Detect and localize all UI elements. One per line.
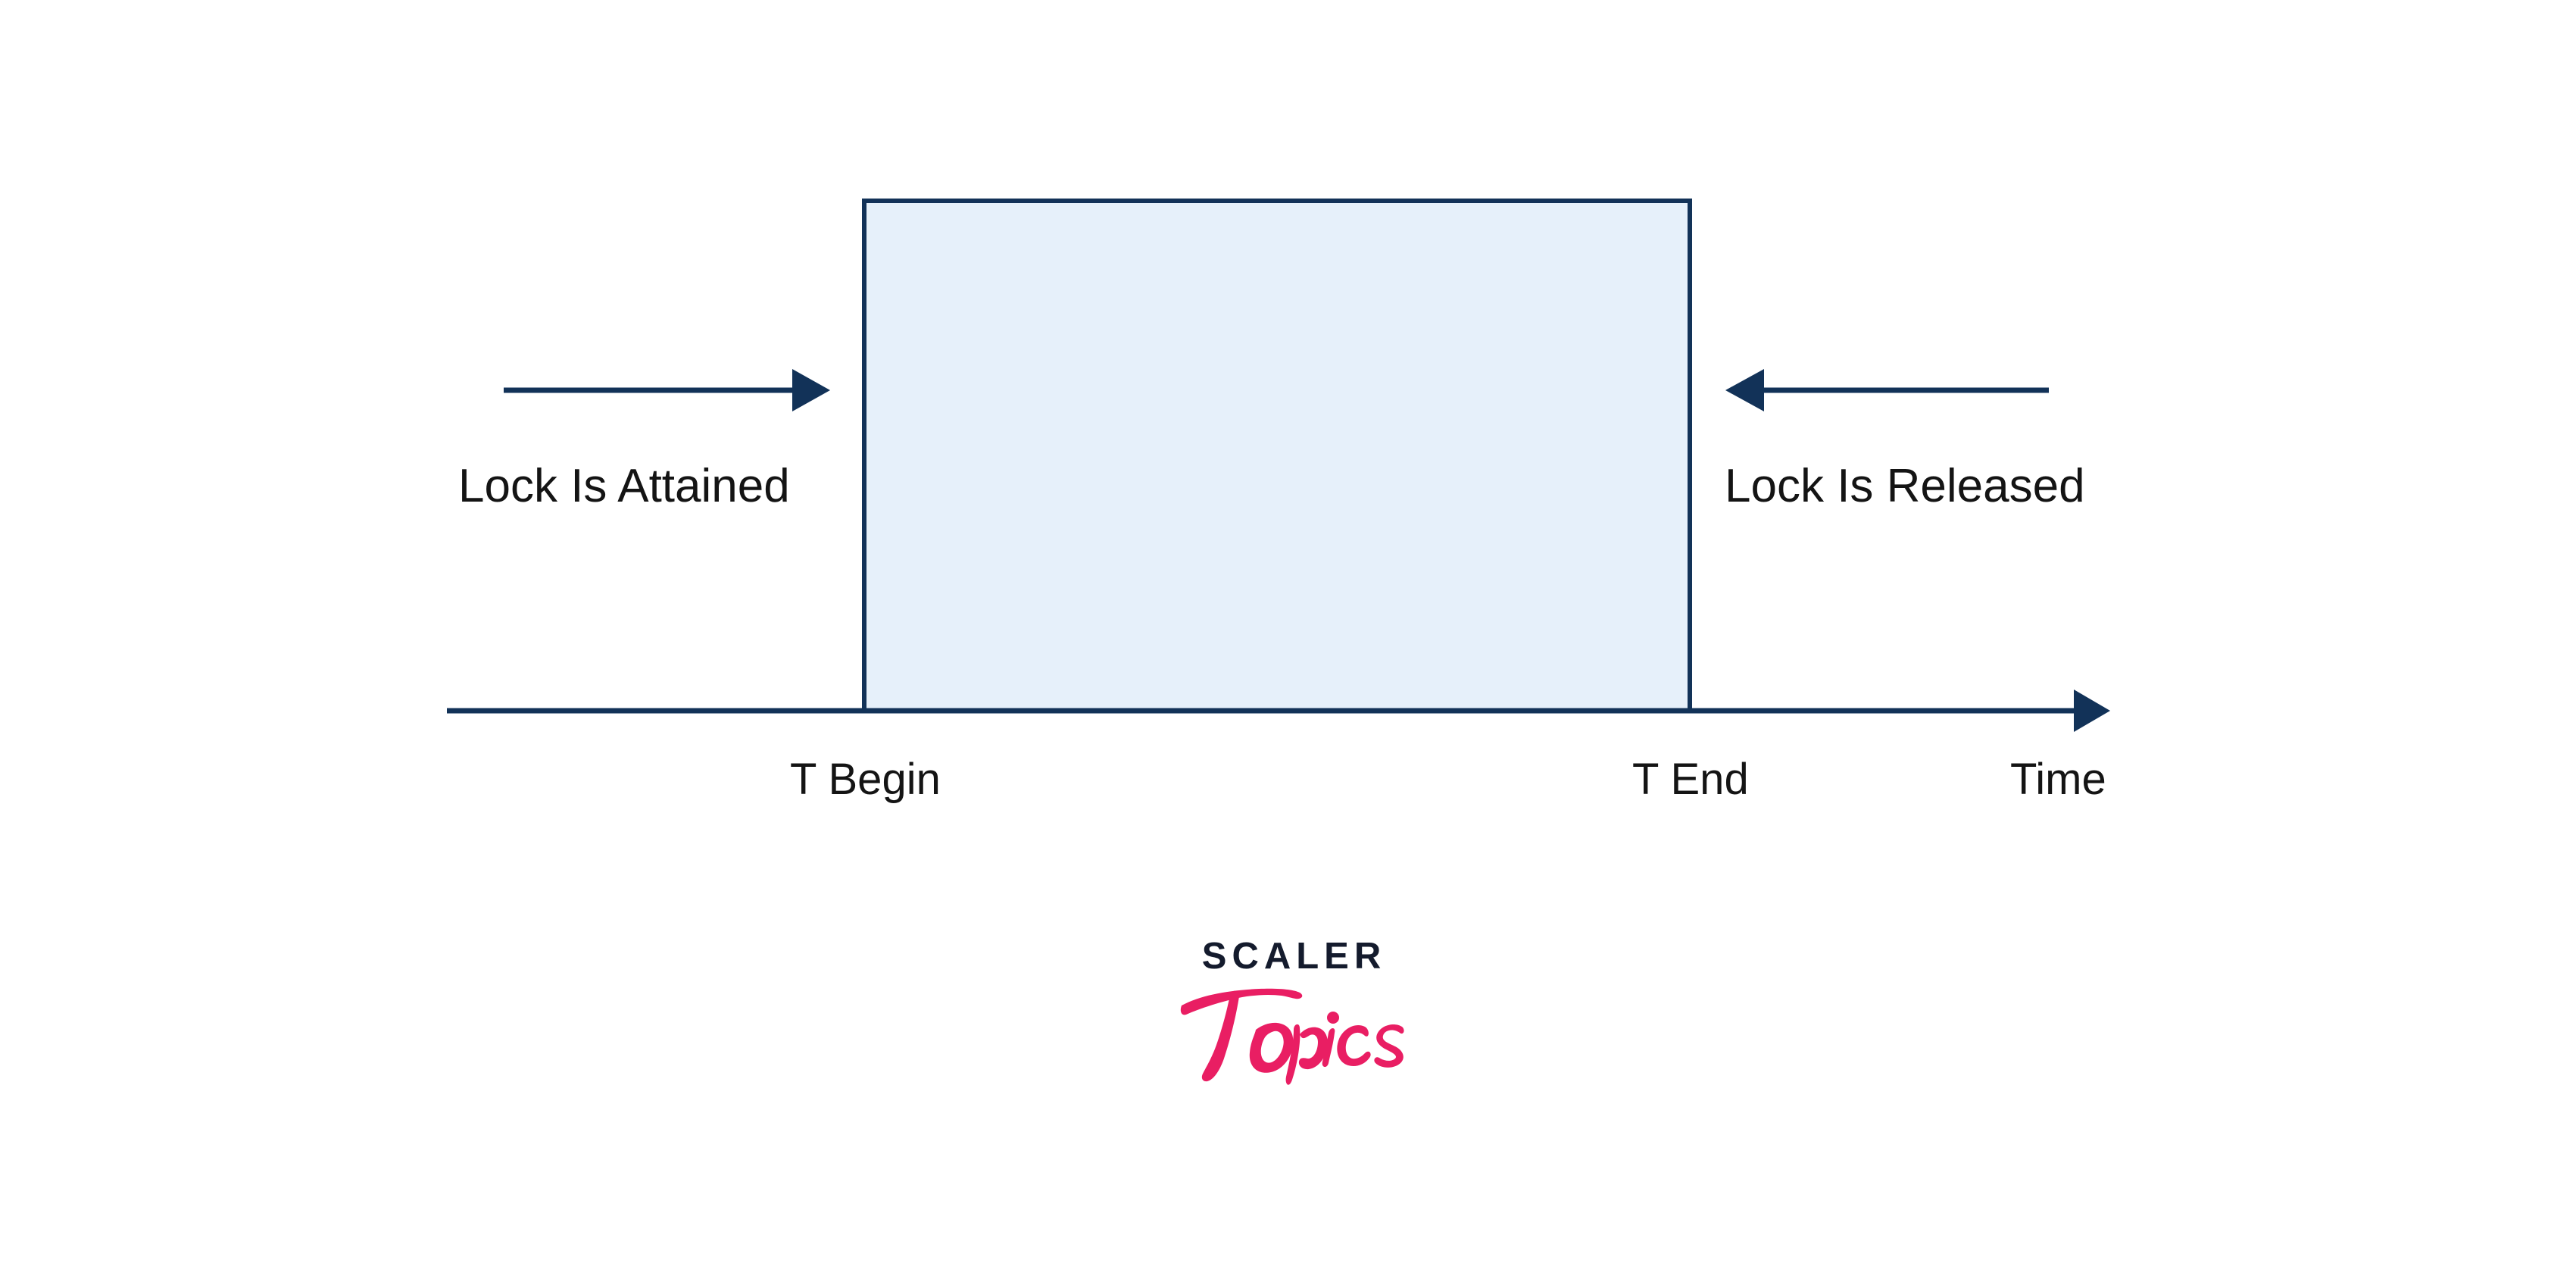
lock-released-arrowhead-icon <box>1725 369 1764 411</box>
lock-attained-label: Lock Is Attained <box>458 460 790 512</box>
scaler-topics-logo: SCALER <box>1166 938 1416 1143</box>
lock-held-region <box>862 199 1692 713</box>
lock-attained-arrowhead-icon <box>792 369 830 411</box>
topics-script-logo <box>1180 988 1404 1085</box>
t-end-label: T End <box>1632 755 1749 804</box>
timeline-axis-arrowhead <box>2074 690 2110 732</box>
lock-released-label: Lock Is Released <box>1725 460 2085 512</box>
time-axis-label: Time <box>2010 755 2106 804</box>
t-begin-label: T Begin <box>790 755 941 804</box>
scaler-wordmark: SCALER <box>1201 936 1387 977</box>
